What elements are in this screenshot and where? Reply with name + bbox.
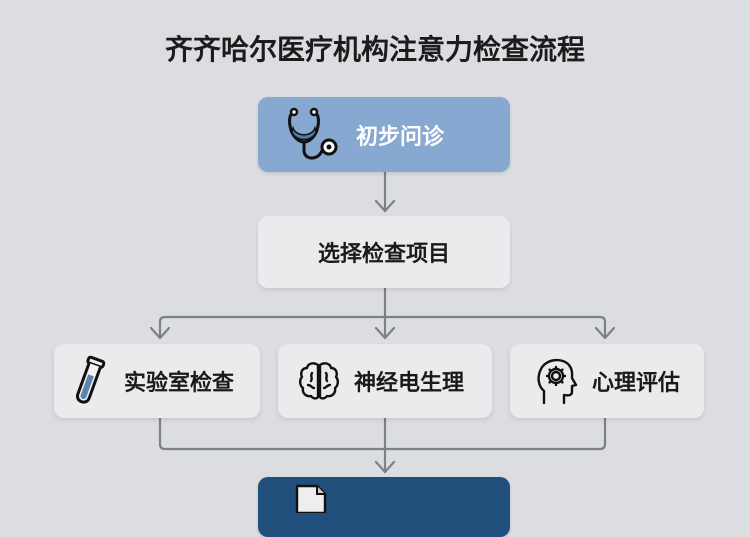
node-lab-label: 实验室检查 (124, 371, 235, 396)
node-initial-consultation[interactable]: 初步问诊 (258, 97, 510, 172)
node-neuro-label: 神经电生理 (354, 371, 465, 396)
node-neurophysiology[interactable]: 神经电生理 (278, 344, 492, 418)
brain-icon (298, 361, 340, 401)
node-psych-label: 心理评估 (592, 371, 681, 396)
node-select-label: 选择检查项目 (317, 242, 450, 267)
node-lab-test[interactable]: 实验室检查 (54, 344, 260, 418)
page-title: 齐齐哈尔医疗机构注意力检查流程 (164, 33, 585, 66)
head-gear-icon (536, 357, 578, 405)
node-select-tests[interactable]: 选择检查项目 (258, 216, 510, 288)
node-final-report[interactable] (258, 477, 510, 537)
node-initial-label: 初步问诊 (356, 124, 445, 150)
stethoscope-icon (286, 106, 338, 164)
node-psych-assessment[interactable]: 心理评估 (510, 344, 704, 418)
test-tube-icon (72, 355, 106, 407)
flow-connectors (149, 170, 616, 474)
document-icon (294, 483, 328, 513)
